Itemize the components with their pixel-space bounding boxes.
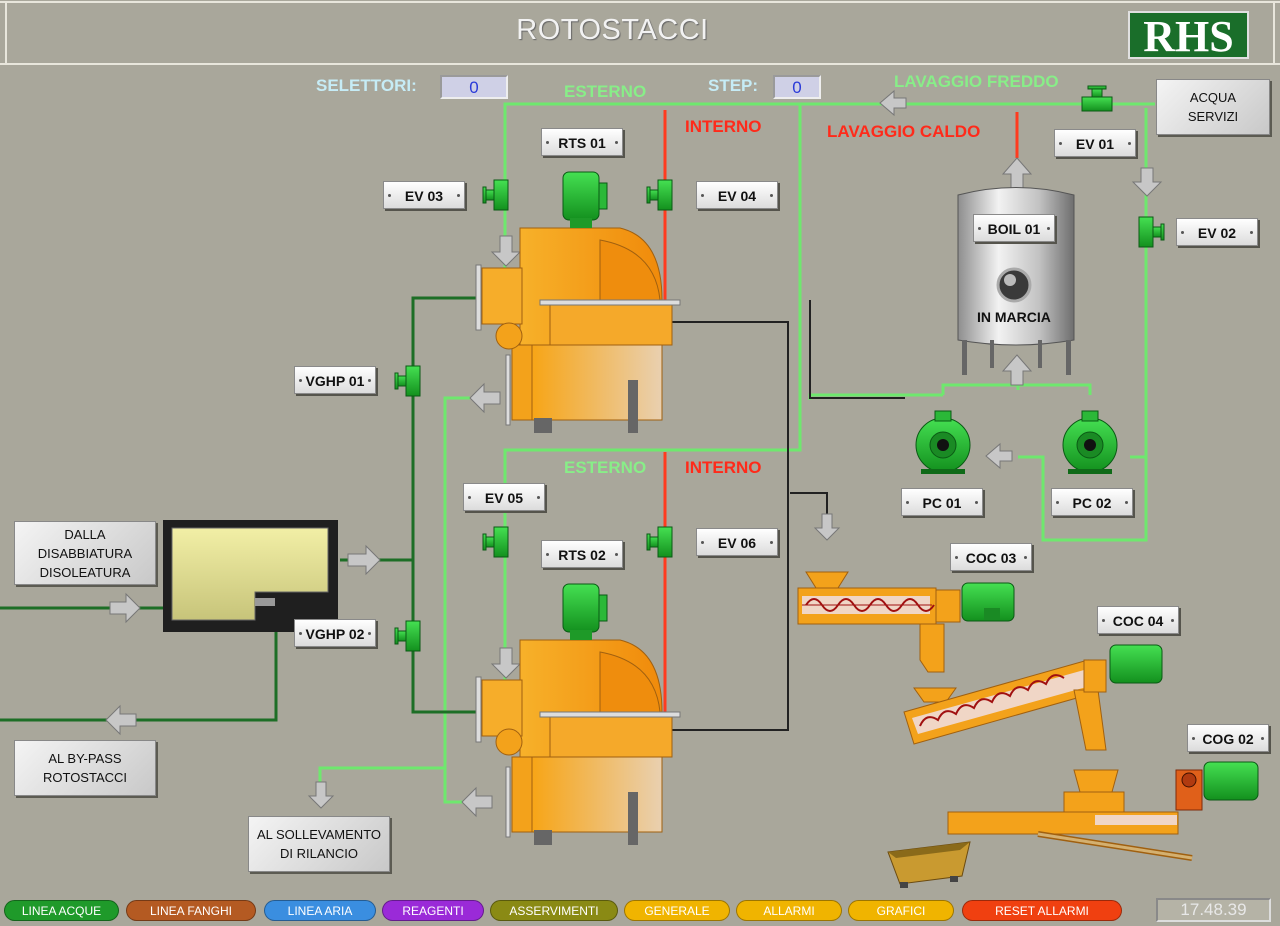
tag-pc01[interactable]: PC 01 [901,488,983,516]
nav-asservimenti-button[interactable]: ASSERVIMENTI [490,900,618,921]
panel-al-bypass[interactable]: AL BY-PASS ROTOSTACCI [14,740,156,796]
screw-conveyor-coc03 [797,571,1015,673]
tag-vghp01[interactable]: VGHP 01 [294,366,376,394]
nav-reagenti-button[interactable]: REAGENTI [382,900,484,921]
navigation-bar: LINEA ACQUE LINEA FANGHI LINEA ARIA REAG… [0,896,1280,926]
tag-ev06[interactable]: EV 06 [696,528,778,556]
lavaggio-caldo-label: LAVAGGIO CALDO [827,122,981,141]
tag-ev02[interactable]: EV 02 [1176,218,1258,246]
panel-dalla-disabbiatura[interactable]: DALLA DISABBIATURA DISOLEATURA [14,521,156,585]
nav-linea-aria-button[interactable]: LINEA ARIA [264,900,376,921]
tag-vghp02[interactable]: VGHP 02 [294,619,376,647]
tag-boil01[interactable]: BOIL 01 [973,214,1055,242]
panel-acqua-servizi[interactable]: ACQUA SERVIZI [1156,79,1270,135]
interno-label-2: INTERNO [685,458,762,477]
valves [394,85,1165,652]
boiler-status: IN MARCIA [977,309,1051,325]
panel-al-sollevamento[interactable]: AL SOLLEVAMENTO DI RILANCIO [248,816,390,872]
tag-cog02[interactable]: COG 02 [1187,724,1269,752]
nav-grafici-button[interactable]: GRAFICI [848,900,954,921]
interno-label-1: INTERNO [685,117,762,136]
tag-ev03[interactable]: EV 03 [383,181,465,209]
tag-pc02[interactable]: PC 02 [1051,488,1133,516]
nav-allarmi-button[interactable]: ALLARMI [736,900,842,921]
discharge-lines [670,300,905,731]
nav-generale-button[interactable]: GENERALE [624,900,730,921]
clock-display: 17.48.39 [1156,898,1271,922]
step-label: STEP: [708,76,759,95]
page-title: ROTOSTACCI [516,14,709,46]
selettori-value: 0 [440,75,508,99]
nav-reset-allarmi-button[interactable]: RESET ALLARMI [962,900,1122,921]
tag-coc03[interactable]: COC 03 [950,543,1032,571]
nav-linea-fanghi-button[interactable]: LINEA FANGHI [126,900,256,921]
selettori-label: SELETTORI: [316,76,417,95]
step-value: 0 [773,75,821,99]
esterno-label-1: ESTERNO [564,82,647,101]
screw-conveyor-coc04 [903,644,1163,751]
flow-arrows [105,89,1163,818]
waste-container [887,841,971,888]
rhs-logo: RHS [1128,11,1249,61]
rotostaccio-1 [475,171,681,433]
lavaggio-freddo-label: LAVAGGIO FREDDO [894,72,1059,91]
tag-coc04[interactable]: COC 04 [1097,606,1179,634]
tag-ev04[interactable]: EV 04 [696,181,778,209]
tag-rts01[interactable]: RTS 01 [541,128,623,156]
esterno-label-2: ESTERNO [564,458,647,477]
rotostaccio-2 [475,583,681,845]
pumps [915,410,1118,474]
tag-ev01[interactable]: EV 01 [1054,129,1136,157]
sludge-lines [0,296,478,722]
tag-ev05[interactable]: EV 05 [463,483,545,511]
nav-linea-acque-button[interactable]: LINEA ACQUE [4,900,119,921]
compactor-cog02 [947,761,1259,861]
inlet-tank [163,520,338,632]
tag-rts02[interactable]: RTS 02 [541,540,623,568]
